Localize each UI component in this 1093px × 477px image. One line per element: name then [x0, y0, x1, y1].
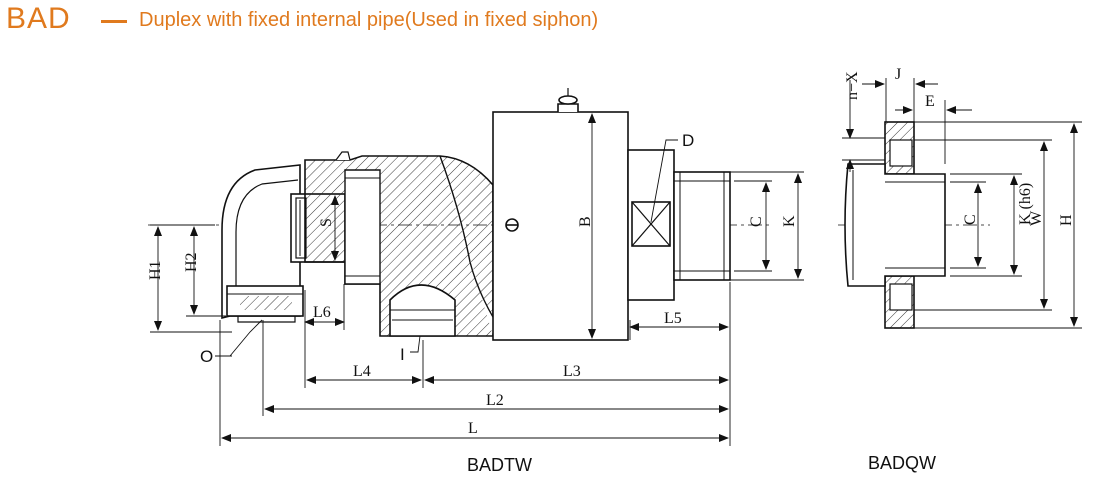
label-h: H [1058, 214, 1075, 226]
badtw-labels: D B C K S H1 H2 L6 L5 L4 L3 L2 L O I [147, 131, 798, 437]
caption-badtw: BADTW [467, 455, 532, 475]
label-b: B [577, 216, 594, 227]
label-l4: L4 [353, 363, 371, 380]
badtw-view [148, 88, 770, 341]
label-h1: H1 [147, 260, 164, 280]
label-k: K [781, 215, 798, 227]
label-s: S [318, 218, 335, 227]
caption-badqw: BADQW [868, 453, 937, 473]
label-i: I [400, 345, 405, 364]
port-i [389, 284, 456, 337]
badtw-dimensions [150, 113, 804, 446]
label-e: E [925, 93, 935, 110]
label-c-right: C [962, 214, 979, 225]
flange-body [844, 163, 946, 287]
label-j: J [895, 66, 901, 83]
label-nx: n−X [844, 71, 861, 100]
badqw-labels: n−X J E C K (h6) W H [844, 66, 1075, 226]
model-code: BAD [6, 2, 71, 35]
badqw-view [838, 121, 990, 329]
label-o: O [200, 347, 213, 366]
label-l: L [468, 420, 478, 437]
label-d: D [682, 131, 694, 150]
label-l3: L3 [563, 363, 581, 380]
model-description: Duplex with fixed internal pipe(Used in … [139, 9, 599, 31]
label-c: C [748, 216, 765, 227]
title-dash [101, 20, 127, 23]
threaded-shaft [673, 171, 731, 281]
label-l6: L6 [313, 304, 331, 321]
label-l5: L5 [664, 310, 682, 327]
label-k-h6: K (h6) [1017, 183, 1034, 225]
badqw-dimensions [842, 78, 1082, 329]
label-h2: H2 [183, 252, 200, 272]
label-w: W [1028, 210, 1045, 226]
label-l2: L2 [486, 392, 504, 409]
